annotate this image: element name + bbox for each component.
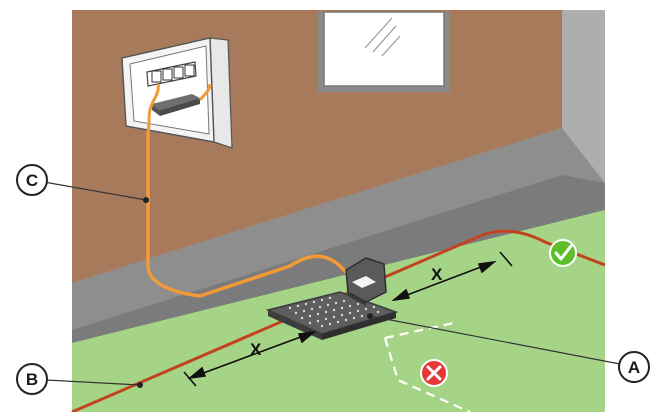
cross-circle-icon <box>420 359 448 387</box>
distance-label-near: X <box>250 340 262 359</box>
callout-c: C <box>16 164 149 203</box>
callout-b-label: B <box>26 370 38 389</box>
breaker-row <box>151 64 195 83</box>
power-supply-unit <box>152 94 200 110</box>
callout-a: A <box>367 313 650 383</box>
power-cable <box>146 132 352 298</box>
callout-c-label: C <box>26 171 38 190</box>
callout-a-label: A <box>628 358 640 377</box>
callout-b: B <box>16 363 143 395</box>
internal-cable <box>146 83 160 133</box>
window <box>318 11 450 92</box>
pavement-edge <box>72 175 605 343</box>
checkmark-circle-icon <box>549 239 577 267</box>
no-go-dashed-path <box>383 320 471 412</box>
fuse-box <box>121 37 233 149</box>
boundary-wire <box>71 229 606 412</box>
dimension-x-far <box>391 251 513 302</box>
dimension-x-near <box>183 330 317 387</box>
distance-label-far: X <box>431 265 443 284</box>
station-tower <box>345 257 387 306</box>
station-plate-grid <box>288 296 380 328</box>
